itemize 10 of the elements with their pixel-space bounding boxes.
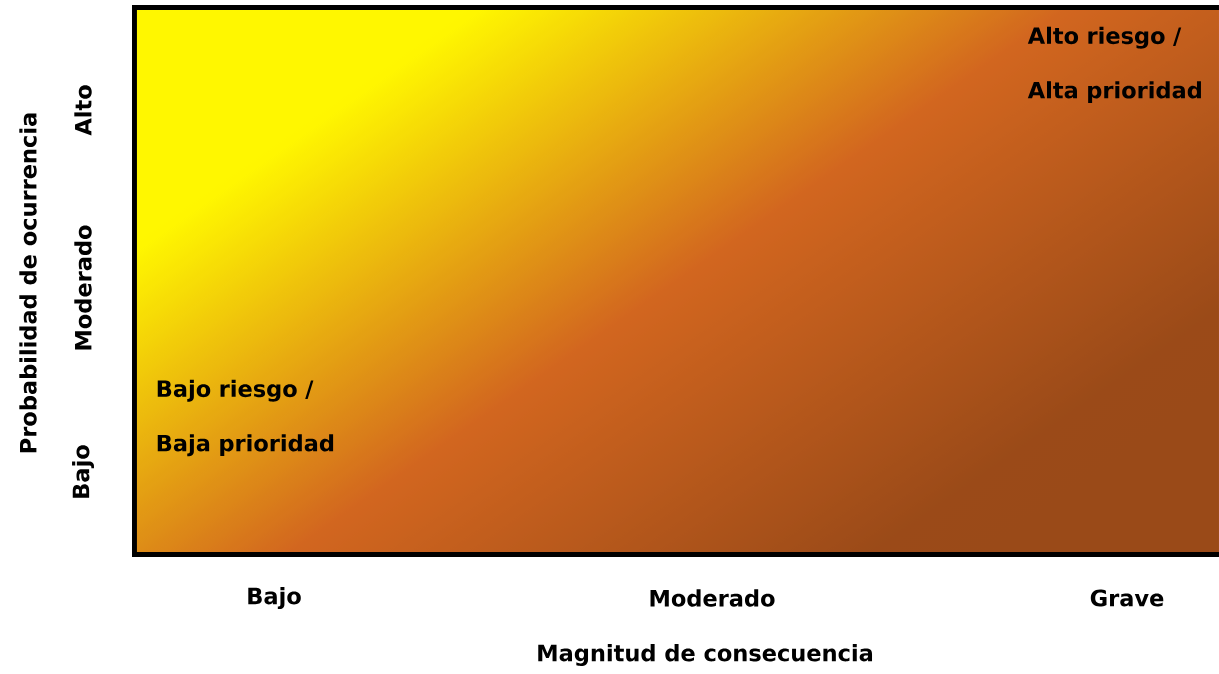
quadrant-label: Bajo riesgo / Baja prioridad <box>157 379 334 457</box>
axis-title: Magnitud de consecuencia <box>538 644 873 666</box>
axis-title: Probabilidad de ocurrencia <box>19 113 37 453</box>
quadrant-label: Alto riesgo / Alta prioridad <box>1027 26 1201 103</box>
axis-tick-label: Moderado <box>74 225 92 350</box>
axis-tick-label: Moderado <box>650 589 775 607</box>
axis-tick-label: Alto <box>74 85 92 136</box>
axis-tick-label: Bajo <box>248 587 301 609</box>
axis-tick-label: Grave <box>1090 589 1164 607</box>
axis-tick-label: Bajo <box>72 445 94 498</box>
